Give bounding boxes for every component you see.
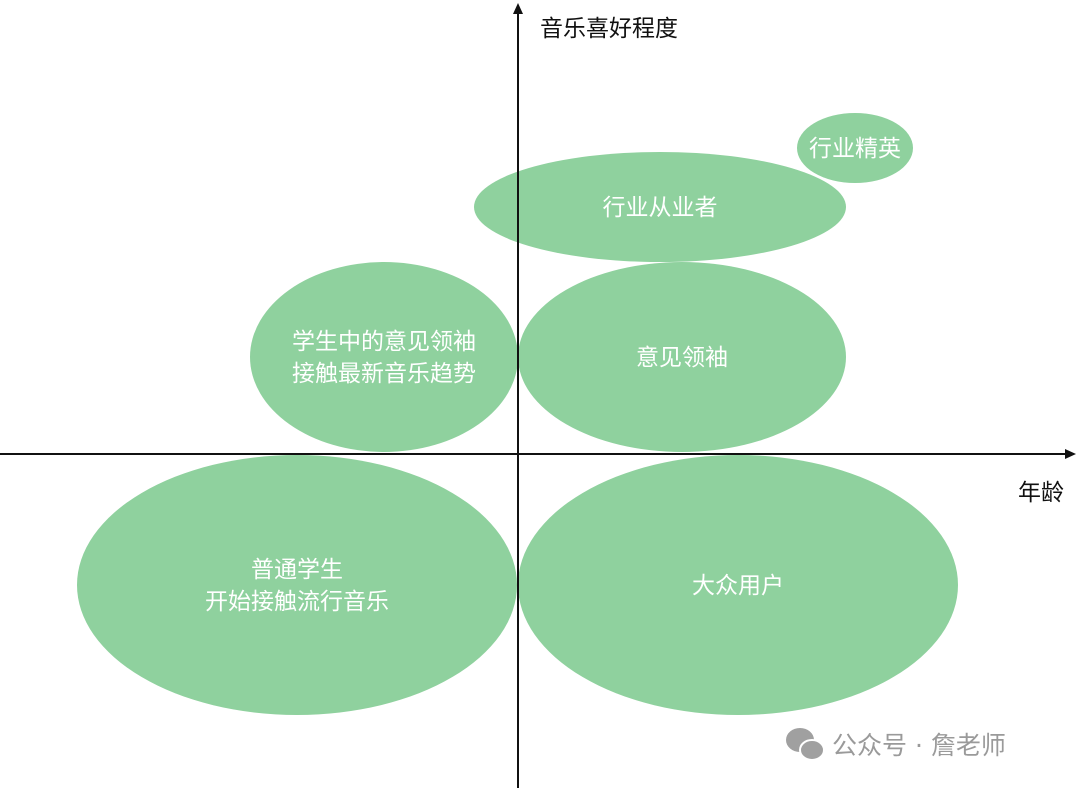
segment-ellipse <box>797 113 913 183</box>
segment-label: 意见领袖 <box>636 345 728 371</box>
watermark-text: 公众号 · 詹老师 <box>832 731 1006 760</box>
segment-label: 接触最新音乐趋势 <box>292 361 476 387</box>
segment-mass-users: 大众用户 <box>518 455 958 715</box>
x-axis-label: 年龄 <box>1018 480 1064 506</box>
segment-label: 行业精英 <box>809 136 901 162</box>
segment-ellipse <box>474 152 846 262</box>
watermark: 公众号 · 詹老师 <box>786 728 1006 761</box>
segment-industry-elite: 行业精英 <box>797 113 913 183</box>
segment-opinion-leaders: 意见领袖 <box>518 262 846 452</box>
wechat-icon <box>786 728 825 761</box>
segment-label: 行业从业者 <box>603 195 718 221</box>
segment-label: 学生中的意见领袖 <box>292 329 476 355</box>
y-axis-label: 音乐喜好程度 <box>540 16 678 42</box>
y-axis-arrow <box>513 3 523 14</box>
segment-label: 普通学生 <box>251 557 343 583</box>
segment-ellipse <box>250 262 518 452</box>
x-axis-arrow <box>1065 449 1076 459</box>
segment-label: 大众用户 <box>692 573 784 599</box>
segment-ellipse <box>77 455 517 715</box>
segment-ellipse <box>518 262 846 452</box>
segment-label: 开始接触流行音乐 <box>205 589 389 615</box>
segment-industry-practitioners: 行业从业者 <box>474 152 846 262</box>
segment-ellipse <box>518 455 958 715</box>
